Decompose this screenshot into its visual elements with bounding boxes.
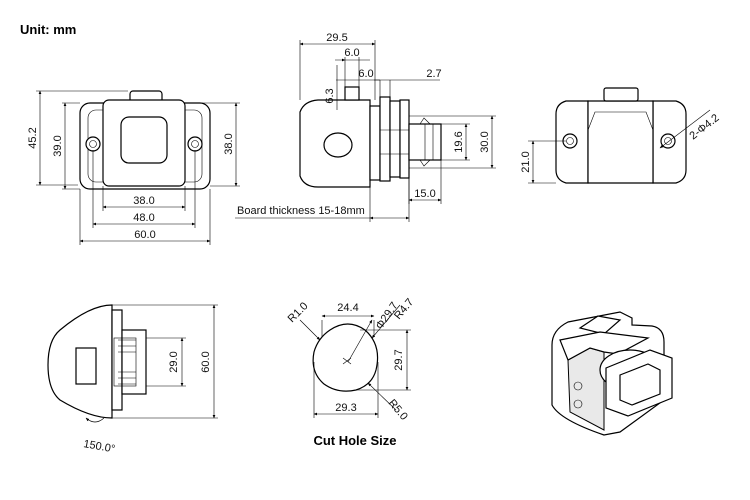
iso-button-face [619, 363, 661, 406]
dim-front-height-body: 39.0 [52, 135, 64, 156]
side-flange [379, 96, 391, 182]
rear-body [587, 100, 654, 184]
front-screw-left [85, 136, 101, 152]
angle-view: 29.0 60.0 150.0° [47, 304, 218, 456]
front-screw-right [187, 136, 203, 152]
dim-side-tab-height: 6.3 [324, 88, 336, 103]
dim-front-width-inner: 38.0 [133, 195, 154, 207]
dim-angle-height: 60.0 [200, 351, 212, 372]
dim-side-lower-6: 6.0 [358, 68, 373, 80]
dim-side-total-depth: 29.5 [326, 32, 347, 44]
dim-cut-bottom-width: 29.3 [335, 402, 356, 414]
dim-side-upper-6: 6.0 [344, 47, 359, 59]
dim-side-bolt-dia: 19.6 [453, 131, 465, 152]
board-thickness-note: Board thickness 15-18mm [237, 205, 365, 217]
rear-view: 2-Φ4.2 21.0 [520, 87, 722, 184]
dim-cut-r-left: R1.0 [286, 300, 311, 325]
dim-cut-height: 29.7 [393, 349, 405, 370]
dim-front-height-inner: 38.0 [223, 133, 235, 154]
dim-angle-degree: 150.0° [82, 438, 116, 455]
cut-hole-shape [312, 323, 379, 392]
cut-hole-title: Cut Hole Size [313, 433, 396, 448]
isometric-view [551, 311, 673, 436]
dim-front-height-outer: 45.2 [27, 127, 39, 148]
dim-front-width-outer: 60.0 [134, 229, 155, 241]
dim-cut-top-width: 24.4 [337, 302, 358, 314]
unit-label: Unit: mm [20, 22, 76, 37]
iso-top-tab [578, 315, 622, 335]
front-view: 45.2 39.0 38.0 38.0 48.0 60.0 [27, 90, 240, 245]
dim-side-flange: 2.7 [426, 68, 441, 80]
cut-hole-view: 24.4 Φ29.7 R4.7 R1.0 29.7 29.3 R5.0 Cut … [286, 296, 417, 448]
dim-cut-r-top: R4.7 [392, 296, 416, 322]
front-button [120, 116, 168, 164]
rear-top-tab [603, 87, 639, 102]
dim-rear-hole-height: 21.0 [520, 151, 532, 172]
angle-slot [75, 347, 97, 385]
side-top-tab [344, 86, 360, 101]
dim-front-width-mid: 48.0 [133, 212, 154, 224]
rear-hole-label: 2-Φ4.2 [687, 112, 721, 142]
dim-cut-r-bottom: R5.0 [386, 397, 410, 423]
dim-angle-inner: 29.0 [168, 351, 180, 372]
side-oval-slot [323, 132, 353, 158]
dim-side-bolt-height: 30.0 [479, 131, 491, 152]
angle-plate [121, 329, 147, 395]
dim-side-bolt-len: 15.0 [414, 188, 435, 200]
side-view: 29.5 6.0 6.0 2.7 6.3 19.6 30.0 15.0 [235, 32, 496, 222]
